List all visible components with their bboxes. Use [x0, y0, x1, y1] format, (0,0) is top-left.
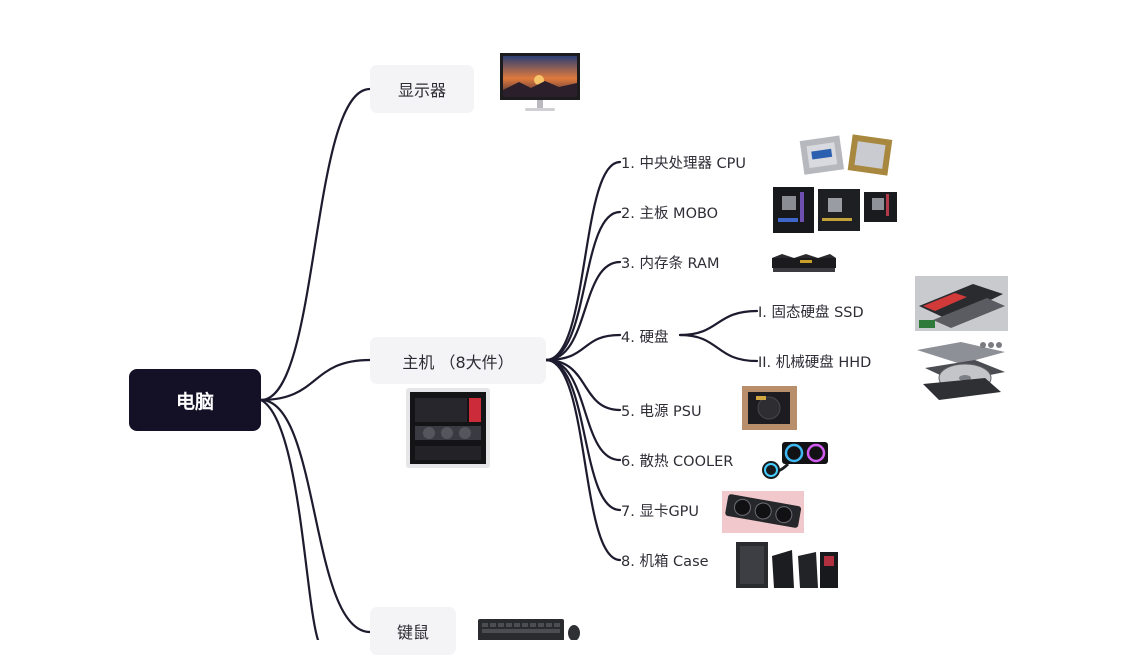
connector-host-storage: [544, 333, 622, 362]
leaf-storage[interactable]: 4. 硬盘: [621, 324, 668, 348]
leaf-label: II. 机械硬盘 HHD: [758, 354, 872, 371]
connector-host-cooler: [544, 358, 622, 462]
leaf-label: 8. 机箱 Case: [621, 553, 709, 570]
leaf-case[interactable]: 8. 机箱 Case: [621, 548, 709, 572]
connector-host-ram: [544, 260, 622, 362]
leaf-psu[interactable]: 5. 电源 PSU: [621, 398, 702, 422]
leaf-label: 1. 中央处理器 CPU: [621, 155, 747, 172]
leaf-label: 6. 散热 COOLER: [621, 453, 734, 470]
connector-root-peripherals: [259, 398, 372, 634]
root-node[interactable]: 电脑: [129, 369, 261, 431]
leaf-cooler[interactable]: 6. 散热 COOLER: [621, 448, 733, 472]
leaf-label: 4. 硬盘: [621, 329, 669, 346]
motherboard-icon: [772, 186, 898, 234]
cpu-icon: [798, 132, 897, 178]
ssd-icon: [915, 276, 1008, 331]
leaf-label: 3. 内存条 RAM: [621, 255, 720, 272]
pc-case-icon: [403, 386, 493, 470]
leaf-mobo[interactable]: 2. 主板 MOBO: [621, 200, 718, 224]
connector-storage-ssd: [678, 309, 759, 337]
root-node-label: 电脑: [175, 390, 214, 413]
psu-icon: [742, 386, 797, 430]
connector-host-mobo: [544, 210, 622, 362]
monitor-icon: [499, 52, 581, 114]
leaf-gpu[interactable]: 7. 显卡GPU: [621, 498, 699, 522]
gpu-icon: [722, 491, 804, 533]
connector-root-host: [259, 358, 372, 402]
branch-node-label: 主机 （8大件）: [402, 352, 514, 372]
leaf-ssd[interactable]: I. 固态硬盘 SSD: [758, 299, 864, 323]
connector-host-cpu: [544, 160, 622, 362]
leaf-label: 7. 显卡GPU: [621, 503, 700, 520]
branch-node-label: 键鼠: [396, 623, 429, 642]
leaf-hdd[interactable]: II. 机械硬盘 HHD: [758, 349, 871, 373]
connector-storage-hdd: [678, 333, 759, 363]
hdd-icon: [915, 338, 1008, 402]
connector-host-psu: [544, 358, 622, 412]
leaf-ram[interactable]: 3. 内存条 RAM: [621, 250, 719, 274]
cooler-icon: [758, 438, 832, 482]
branch-node-peripherals[interactable]: 键鼠: [370, 607, 456, 655]
branch-node-label: 显示器: [397, 81, 446, 100]
branch-node-display[interactable]: 显示器: [370, 65, 474, 113]
leaf-label: 5. 电源 PSU: [621, 403, 702, 420]
case-icon: [734, 540, 839, 590]
leaf-cpu[interactable]: 1. 中央处理器 CPU: [621, 150, 746, 174]
connector-host-gpu: [544, 358, 622, 512]
branch-node-host[interactable]: 主机 （8大件）: [370, 337, 546, 384]
keyboard-mouse-icon: [476, 615, 582, 640]
leaf-label: 2. 主板 MOBO: [621, 205, 719, 222]
mindmap-connectors: [259, 87, 759, 640]
connector-root-display: [259, 87, 372, 402]
ram-icon: [770, 252, 838, 276]
connector-root-extra: [259, 398, 320, 640]
leaf-label: I. 固态硬盘 SSD: [758, 304, 864, 321]
connector-host-case: [544, 358, 622, 562]
